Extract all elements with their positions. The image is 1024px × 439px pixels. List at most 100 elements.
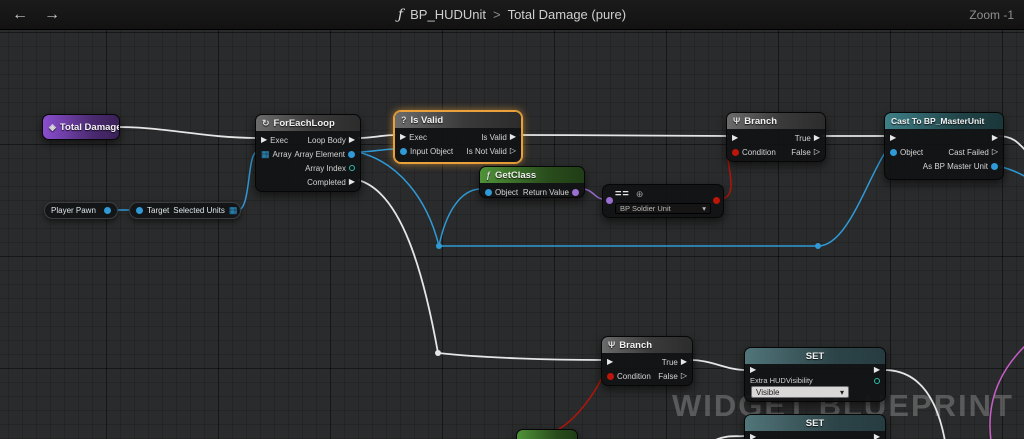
pin-label: Object: [900, 147, 924, 157]
reroute-dot-1[interactable]: [436, 243, 442, 249]
node-branch-bottom[interactable]: Ψ Branch ▶ True▶ Condition False▷: [601, 336, 693, 386]
exec-out-pin-hollow[interactable]: ▷: [680, 371, 687, 380]
wire-exec-completed-down: [357, 179, 439, 354]
array-pin[interactable]: ▦: [261, 148, 270, 159]
exec-out-pin-hollow[interactable]: ▷: [509, 146, 516, 155]
pin-label: False: [658, 371, 678, 381]
wire-class-getclass-equal: [581, 188, 604, 200]
exec-in-pin[interactable]: ▶: [400, 132, 407, 141]
pin-label: Is Not Valid: [466, 146, 507, 156]
node-partial-bottom[interactable]: [516, 429, 578, 439]
wire-exec-loopbody-isvalid: [357, 134, 397, 139]
int-pin[interactable]: [349, 165, 355, 171]
exec-out-pin-hollow[interactable]: ▷: [813, 147, 820, 156]
pin-label: Object: [495, 187, 519, 197]
node-player-pawn[interactable]: Player Pawn: [44, 202, 118, 219]
exec-in-pin[interactable]: ▶: [750, 431, 757, 439]
object-pin[interactable]: [400, 147, 407, 155]
node-get-class[interactable]: ƒ GetClass Object Return Value: [479, 166, 585, 198]
wire-obj-reroute-cast: [817, 150, 887, 247]
node-set-bottom[interactable]: SET ▶ ▶: [744, 414, 886, 439]
entry-icon: ◈: [49, 121, 56, 132]
node-class-equal[interactable]: == ⊕ BP Soldier Unit ▾: [602, 184, 724, 218]
node-total-damage[interactable]: ◈ Total Damage ▶: [42, 114, 120, 140]
question-icon: ?: [401, 115, 407, 125]
pin-label: False: [791, 147, 811, 157]
exec-out-pin[interactable]: ▶: [348, 135, 355, 144]
wire-exec-isvalid-branch: [518, 134, 729, 137]
node-title: Total Damage: [59, 121, 119, 133]
function-icon: ƒ: [397, 6, 404, 23]
pin-label: Condition: [742, 147, 776, 157]
pin-label: Input Object: [410, 146, 454, 156]
add-pin-icon[interactable]: ⊕: [635, 188, 644, 199]
node-foreach-loop[interactable]: ↻ ForEachLoop ▶Exec Loop Body▶ ▦Array Ar…: [255, 114, 361, 192]
exec-in-pin[interactable]: ▶: [261, 135, 268, 144]
wire-exec-set-out: [883, 369, 946, 439]
node-title: Cast To BP_MasterUnit: [891, 116, 985, 126]
node-set-extra-hudvisibility[interactable]: SET ▶ ▶ Extra HUDVisibility Visible ▾: [744, 347, 886, 402]
exec-in-pin[interactable]: ▶: [732, 133, 739, 142]
pin-label: True: [661, 357, 678, 367]
node-header: ◈ Total Damage ▶: [43, 115, 119, 139]
zoom-level-label: Zoom -1: [969, 8, 1014, 22]
object-pin[interactable]: [104, 207, 111, 214]
array-pin[interactable]: ▦: [228, 205, 238, 215]
exec-out-pin[interactable]: ▶: [991, 133, 998, 142]
graph-toolbar: ← → ƒ BP_HUDUnit > Total Damage (pure) Z…: [0, 0, 1024, 30]
pin-label: As BP Master Unit: [922, 161, 988, 171]
node-cast-to-bp-masterunit[interactable]: Cast To BP_MasterUnit ▶ ▶ Object Cast Fa…: [884, 112, 1004, 180]
exec-out-pin[interactable]: ▶: [873, 364, 880, 374]
node-is-valid[interactable]: ? Is Valid ▶Exec Is Valid▶ Input Object …: [394, 111, 522, 163]
breadcrumb-parent[interactable]: BP_HUDUnit: [410, 7, 486, 22]
enum-out-pin[interactable]: [874, 377, 880, 384]
bool-pin[interactable]: [607, 372, 614, 380]
object-pin[interactable]: [991, 162, 998, 170]
pin-label: Loop Body: [307, 135, 346, 145]
pin-label: True: [794, 133, 811, 143]
object-pin[interactable]: [485, 188, 492, 196]
node-header: SET: [745, 415, 885, 431]
node-header: Ψ Branch: [602, 337, 692, 353]
exec-out-pin-hollow[interactable]: ▷: [991, 147, 998, 156]
class-pin[interactable]: [606, 197, 613, 204]
node-selected-units[interactable]: Target Selected Units ▦: [129, 202, 241, 219]
exec-in-pin[interactable]: ▶: [607, 357, 614, 366]
node-branch-top[interactable]: Ψ Branch ▶ True▶ Condition False▷: [726, 112, 826, 162]
nav-arrows: ← →: [0, 0, 60, 30]
node-header: ↻ ForEachLoop: [256, 115, 360, 131]
reroute-dot-2[interactable]: [815, 243, 821, 249]
wire-exec-branch2-set: [689, 359, 746, 371]
node-header: Cast To BP_MasterUnit: [885, 113, 1003, 129]
exec-out-pin[interactable]: ▶: [509, 132, 516, 141]
reroute-dot-3[interactable]: [435, 350, 441, 356]
variable-label: Selected Units: [173, 206, 225, 215]
forward-arrow-icon[interactable]: →: [44, 5, 60, 23]
breadcrumb-current[interactable]: Total Damage (pure): [507, 7, 627, 22]
object-pin[interactable]: [890, 148, 897, 156]
exec-out-pin[interactable]: ▶: [680, 357, 687, 366]
exec-in-pin[interactable]: ▶: [890, 133, 897, 142]
exec-in-pin[interactable]: ▶: [750, 364, 757, 374]
exec-out-pin[interactable]: ▶: [348, 177, 355, 186]
exec-out-pin[interactable]: ▶: [813, 133, 820, 142]
exec-out-pin[interactable]: ▶: [873, 431, 880, 439]
class-select-dropdown[interactable]: BP Soldier Unit ▾: [615, 203, 711, 214]
graph-canvas[interactable]: WIDGET BLUEPRINT: [0, 30, 1024, 439]
bool-pin[interactable]: [732, 148, 739, 156]
wire-obj-element-isvalid: [357, 148, 397, 153]
pin-label: Array Index: [305, 163, 346, 173]
breadcrumb: ƒ BP_HUDUnit > Total Damage (pure): [398, 7, 626, 23]
equals-operator: ==: [615, 188, 630, 200]
object-pin[interactable]: [136, 207, 143, 214]
node-title: SET: [805, 417, 825, 429]
pin-label: Is Valid: [481, 132, 507, 142]
visibility-dropdown[interactable]: Visible ▾: [751, 386, 849, 398]
class-pin[interactable]: [572, 188, 579, 196]
wire-exec-entry-foreach: [117, 126, 258, 139]
pin-label: Completed: [307, 177, 346, 187]
bool-pin[interactable]: [713, 197, 720, 204]
back-arrow-icon[interactable]: ←: [12, 5, 28, 23]
object-pin[interactable]: [348, 150, 355, 158]
